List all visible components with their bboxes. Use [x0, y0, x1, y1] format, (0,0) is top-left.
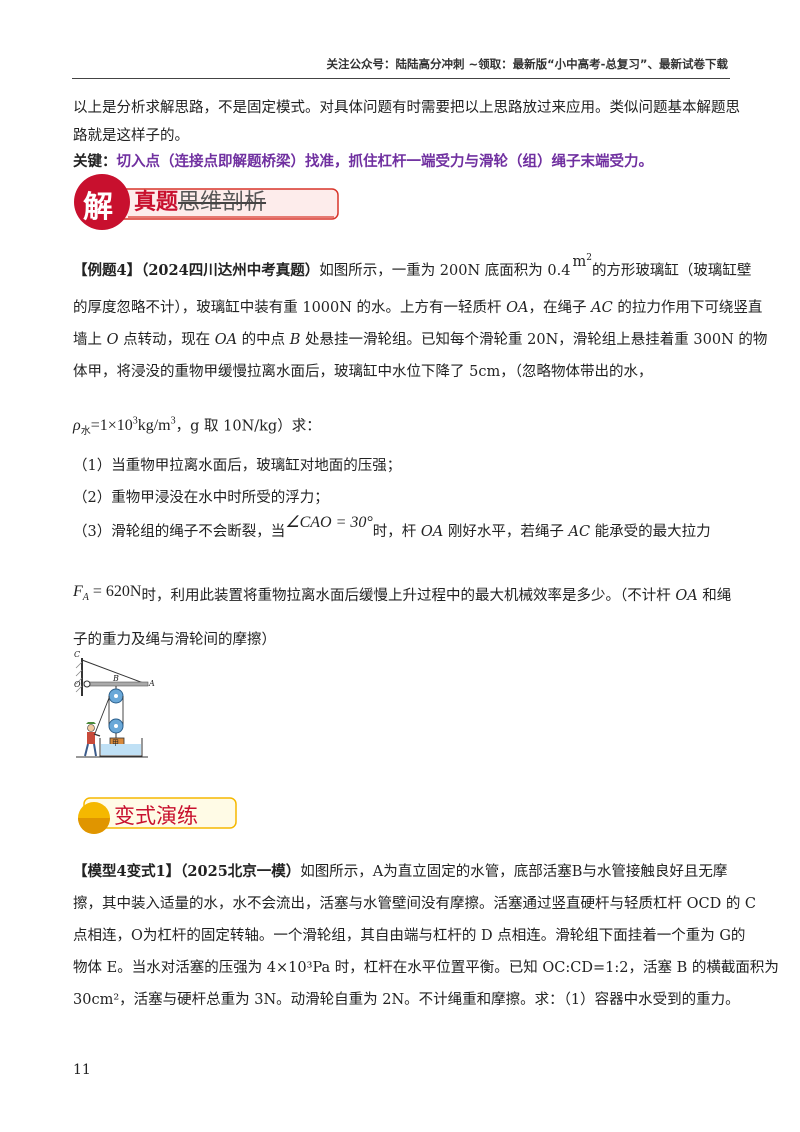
example4-line-1: 【例题4】（2024四川达州中考真题）如图所示，一重为 200N 底面积为 0.… — [73, 253, 751, 281]
intro-line-2: 路就是这样子的。 — [73, 128, 189, 144]
header-rule — [72, 78, 730, 79]
example4-label: 【例题4】 — [73, 261, 142, 279]
section-banner-bianshi: 变式演练 — [72, 794, 242, 840]
example4-line-4: 体甲，将浸没的重物甲缓慢拉离水面后，玻璃缸中水位下降了 5cm，（忽略物体带出的… — [73, 364, 653, 380]
question-3-line-1: （3）滑轮组的绳子不会断裂，当∠CAO = 30°时，杆 OA 刚好水平，若绳子… — [73, 514, 733, 542]
page-header: 关注公众号：陆陆高分冲刺 ~领取：最新版“小中高考-总复习”、最新试卷下载 — [326, 57, 728, 71]
example4-text-2c: 的拉力作用下可绕竖直 — [612, 300, 763, 316]
variant-line-2: 擦，其中装入适量的水，水不会流出，活塞与水管壁间没有摩擦。活塞通过竖直硬杆与轻质… — [73, 896, 757, 912]
figure-label-jia: 甲 — [112, 739, 119, 747]
figure-label-a: A — [149, 679, 155, 688]
rod-oa: OA — [506, 300, 529, 316]
intro-line-1: 以上是分析求解思路，不是固定模式。对具体问题有时需要把以上思路放过来应用。类似问… — [73, 100, 740, 116]
q3-text-b: 时，杆 — [372, 524, 421, 540]
banner-zhenti-title: 真题思维剖析 — [134, 184, 266, 216]
example4-text-1b: 的方形玻璃缸（玻璃缸壁 — [591, 262, 752, 279]
rho-unit: kg/m — [137, 417, 171, 435]
rho-formula: ρ水=1×103kg/m3 — [73, 416, 176, 438]
question-2: （2）重物甲浸没在水中时所受的浮力； — [73, 490, 329, 506]
q3-text-c: 刚好水平，若绳子 — [443, 524, 569, 540]
area-unit-m: m — [572, 253, 587, 270]
banner-zhenti-title-red: 真题 — [134, 190, 179, 215]
variant-text-1: 如图所示，A为直立固定的水管，底部活塞B与水管接触良好且无摩 — [300, 864, 728, 880]
variant-label: 【模型4变式1】 — [73, 863, 181, 880]
rho-unit-exponent: 3 — [170, 416, 176, 427]
rod-oa-4: OA — [675, 588, 698, 604]
angle-cao: ∠CAO = 30° — [285, 514, 373, 531]
key-text: 切入点（连接点即解题桥梁）找准，抓住杠杆一端受力与滑轮（组）绳子末端受力。 — [116, 153, 654, 170]
key-label: 关键： — [73, 153, 117, 170]
area-unit-sup: 2 — [586, 253, 592, 263]
force-fa-value: = 620N — [88, 583, 142, 600]
banner-zhenti-graphic — [74, 174, 339, 230]
pulley-lever-diagram — [75, 658, 149, 758]
banner-bianshi-graphic — [78, 797, 237, 834]
pulley-lever-figure: C O B A 甲 — [72, 650, 172, 764]
example4-line-3: 墙上 O 点转动，现在 OA 的中点 B 处悬挂一滑轮组。已知每个滑轮重 20N… — [73, 330, 767, 350]
question-3-line-3: 子的重力及绳与滑轮间的摩擦） — [73, 632, 276, 648]
figure-label-b: B — [113, 674, 119, 683]
rho-exponent: 3 — [132, 416, 138, 427]
example4-text-1a: 如图所示，一重为 200N 底面积为 0.4 — [319, 262, 571, 279]
banner-zhenti-title-rest: 思维剖析 — [178, 190, 267, 215]
q3-text-f: 和绳 — [697, 588, 732, 604]
point-o: O — [106, 332, 119, 348]
example4-text-3a: 墙上 — [73, 332, 107, 348]
variant-line-4: 物体 E。当水对活塞的压强为 4×10³Pa 时，杠杆在水平位置平衡。已知 OC… — [73, 960, 779, 976]
banner-zhenti-icon-char: 解 — [83, 190, 113, 225]
force-fa: FA = 620N — [73, 583, 142, 604]
point-b: B — [289, 332, 301, 348]
variant-source: （2025北京一模） — [180, 863, 301, 880]
rope-ac: AC — [591, 300, 613, 316]
banner-bianshi-title: 变式演练 — [114, 804, 198, 828]
rho-symbol: ρ — [73, 417, 81, 435]
example4-source: （2024四川达州中考真题） — [141, 261, 320, 279]
variant-line-1: 【模型4变式1】（2025北京一模）如图所示，A为直立固定的水管，底部活塞B与水… — [73, 862, 733, 882]
question-1: （1）当重物甲拉离水面后，玻璃缸对地面的压强； — [73, 458, 402, 474]
variant-line-5: 30cm²，活塞与硬杆总重为 3N。动滑轮自重为 2N。不计绳重和摩擦。求：（1… — [73, 992, 740, 1008]
figure-label-o: O — [74, 680, 81, 689]
force-fa-subscript: A — [82, 592, 89, 604]
example4-text-3d: 处悬挂一滑轮组。已知每个滑轮重 20N，滑轮组上悬挂着重 300N 的物 — [300, 332, 768, 348]
area-unit: m2 — [572, 253, 592, 270]
variant-line-3: 点相连，O为杠杆的固定转轴。一个滑轮组，其自由端与杠杆的 D 点相连。滑轮组下面… — [73, 928, 746, 944]
rod-oa-2: OA — [214, 332, 238, 348]
example4-text-5: ，g 取 10N/kg）求： — [175, 418, 321, 435]
force-fa-symbol: F — [73, 583, 83, 600]
question-3-line-2: FA = 620N时，利用此装置将重物拉离水面后缓慢上升过程中的最大机械效率是多… — [73, 583, 733, 612]
rho-subscript: 水 — [80, 426, 91, 438]
page-number: 11 — [73, 1062, 91, 1078]
q3-text-d: 能承受的最大拉力 — [590, 524, 711, 540]
figure-label-c: C — [74, 650, 81, 659]
rho-value: =1×10 — [90, 417, 133, 435]
example4-text-2a: 的厚度忽略不计），玻璃缸中装有重 1000N 的水。上方有一轻质杆 — [73, 300, 507, 316]
example4-line-2: 的厚度忽略不计），玻璃缸中装有重 1000N 的水。上方有一轻质杆 OA，在绳子… — [73, 298, 762, 318]
rope-ac-2: AC — [568, 524, 591, 540]
rod-oa-3: OA — [420, 524, 444, 540]
key-paragraph: 关键：切入点（连接点即解题桥梁）找准，抓住杠杆一端受力与滑轮（组）绳子末端受力。 — [73, 152, 733, 172]
q3-text-a: （3）滑轮组的绳子不会断裂，当 — [73, 524, 286, 540]
example4-text-3c: 的中点 — [237, 332, 290, 348]
example4-text-2b: ，在绳子 — [528, 300, 592, 316]
section-banner-zhenti: 解 真题思维剖析 — [72, 172, 342, 236]
example4-line-5: ρ水=1×103kg/m3，g 取 10N/kg）求： — [73, 412, 733, 443]
example4-text-3b: 点转动，现在 — [118, 332, 215, 348]
q3-text-e: 时，利用此装置将重物拉离水面后缓慢上升过程中的最大机械效率是多少。（不计杆 — [141, 588, 676, 604]
